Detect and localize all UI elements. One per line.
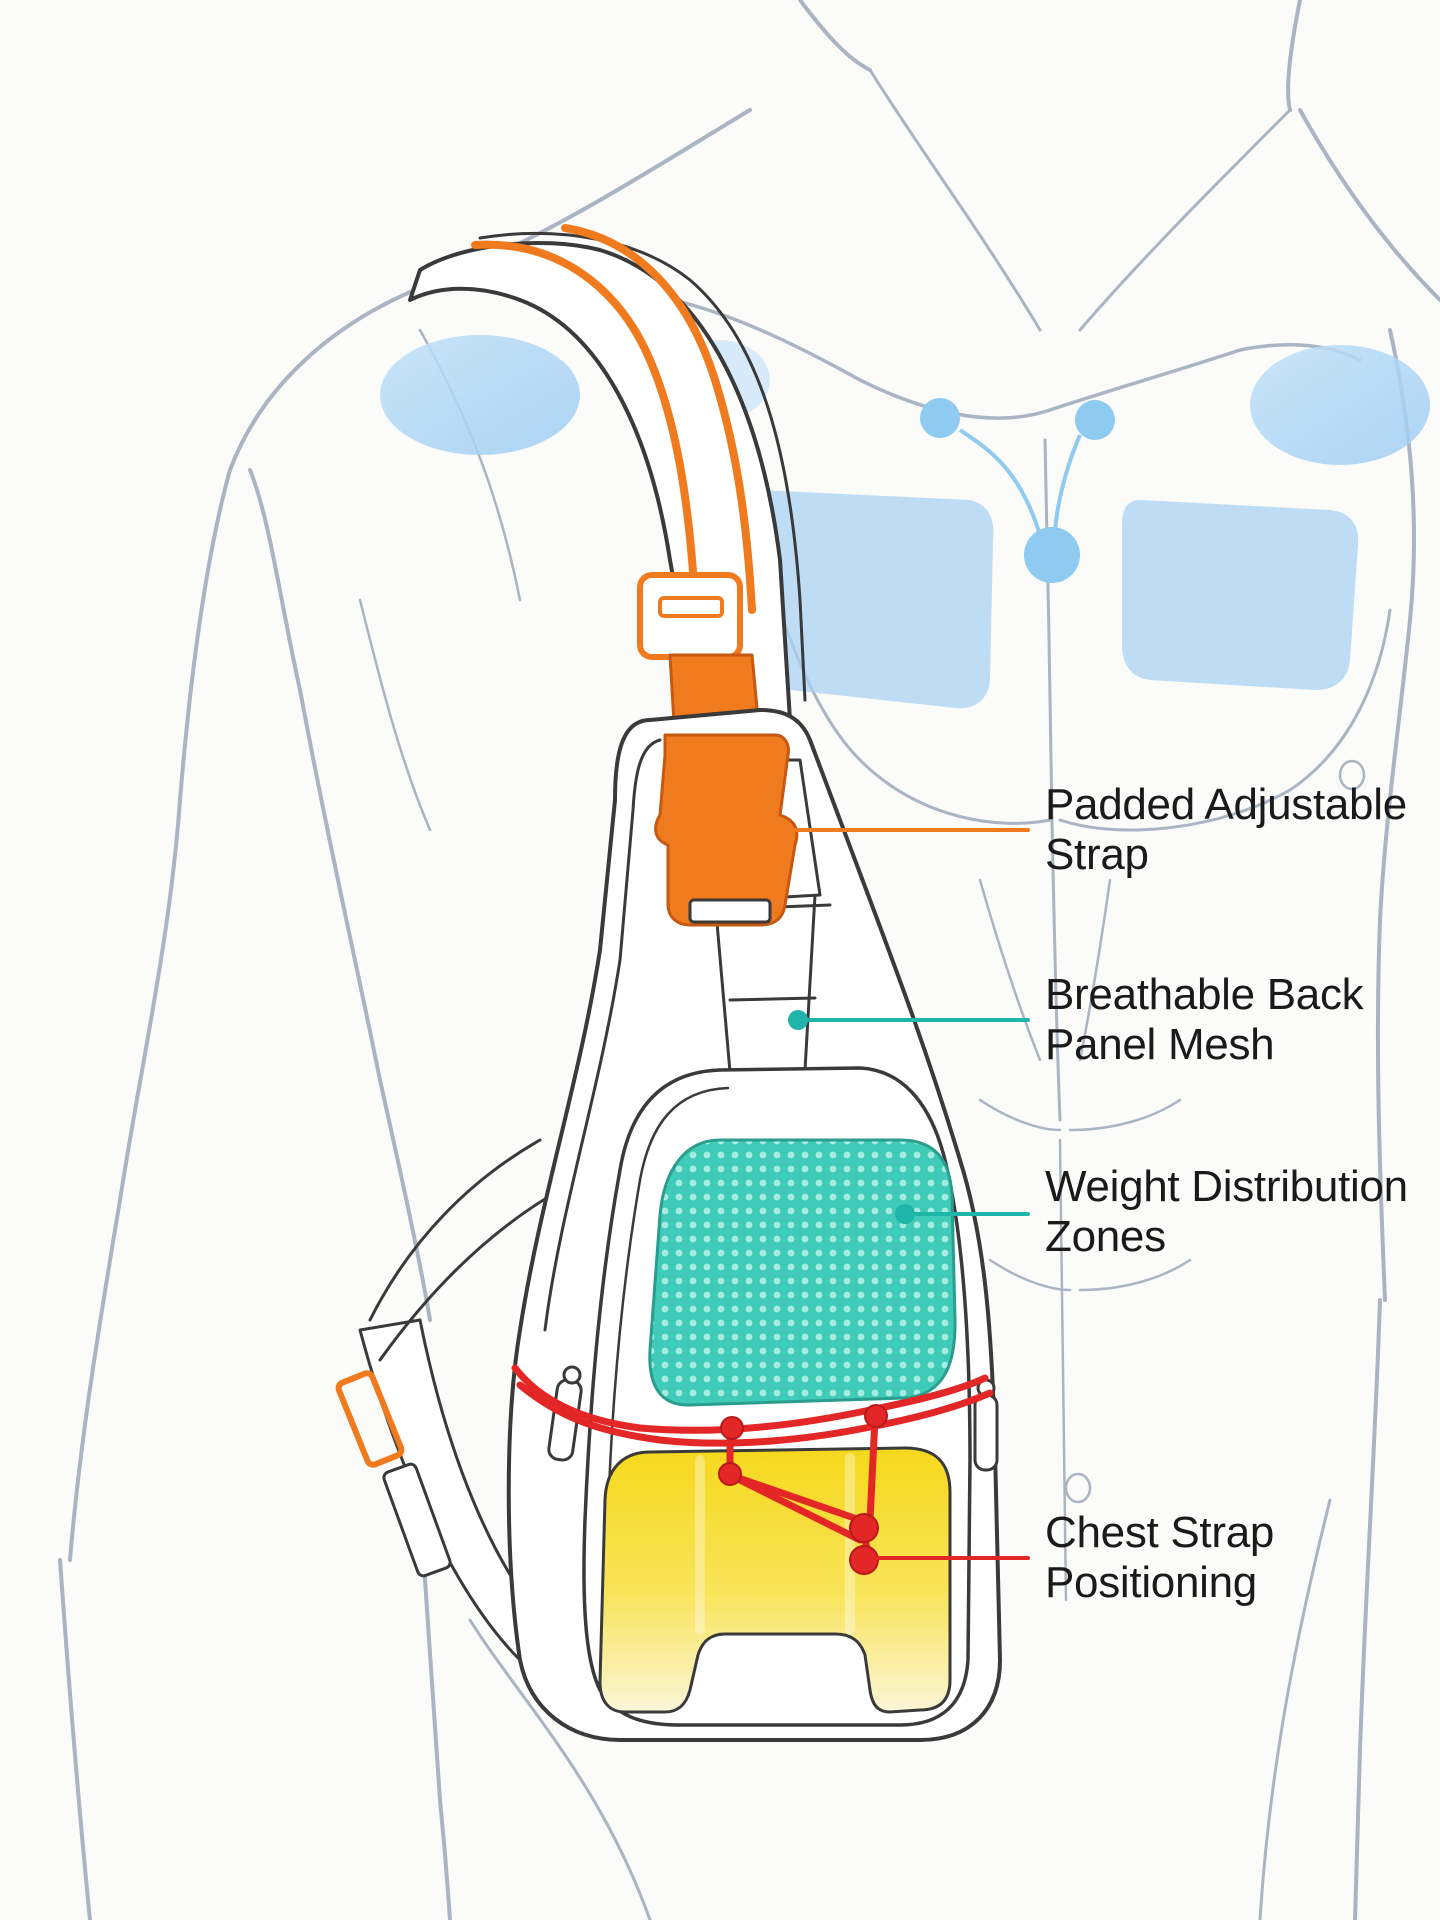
callout-chest-line2: Positioning	[1045, 1558, 1257, 1607]
chest-buckle	[654, 733, 799, 927]
callout-chest-strap-positioning: Chest Strap Positioning	[1045, 1508, 1274, 1608]
callout-mesh-line2: Panel Mesh	[1045, 1020, 1275, 1069]
callout-strap-line1: Padded Adjustable	[1045, 780, 1407, 829]
strap-stripe-2	[561, 224, 756, 614]
callout-chest-line1: Chest Strap	[1045, 1508, 1275, 1557]
left-pec-zone	[760, 490, 994, 709]
callout-leaders	[790, 828, 1030, 1560]
callout-padded-adjustable-strap: Padded Adjustable Strap	[1045, 780, 1407, 880]
chest-strap-nodes	[718, 1404, 888, 1575]
sling-bag	[335, 224, 1002, 1742]
callout-mesh-line1: Breathable Back	[1045, 970, 1364, 1019]
dot-mesh	[788, 1010, 808, 1030]
callout-dots	[788, 1010, 915, 1224]
left-shoulder-zone	[380, 335, 580, 455]
right-pec-zone	[1122, 500, 1359, 690]
callout-zones-line2: Zones	[1045, 1212, 1166, 1261]
pressure-zones	[380, 335, 1430, 709]
strap-stripe-1	[471, 240, 699, 604]
side-buckle	[335, 1370, 405, 1468]
pressure-point-1	[920, 398, 960, 438]
side-slider	[382, 1462, 452, 1578]
zipper-pull-right[interactable]	[973, 1393, 999, 1472]
pressure-point-3	[1024, 527, 1080, 583]
dot-zones	[895, 1204, 915, 1224]
mesh-panel[interactable]	[648, 1138, 957, 1407]
callout-strap-line2: Strap	[1045, 830, 1149, 879]
callout-zones-line1: Weight Distribution	[1045, 1162, 1408, 1211]
right-shoulder-zone	[1250, 345, 1430, 465]
callout-weight-distribution-zones: Weight Distribution Zones	[1045, 1162, 1408, 1262]
pressure-point-2	[1075, 400, 1115, 440]
callout-breathable-back-panel-mesh: Breathable Back Panel Mesh	[1045, 970, 1364, 1070]
